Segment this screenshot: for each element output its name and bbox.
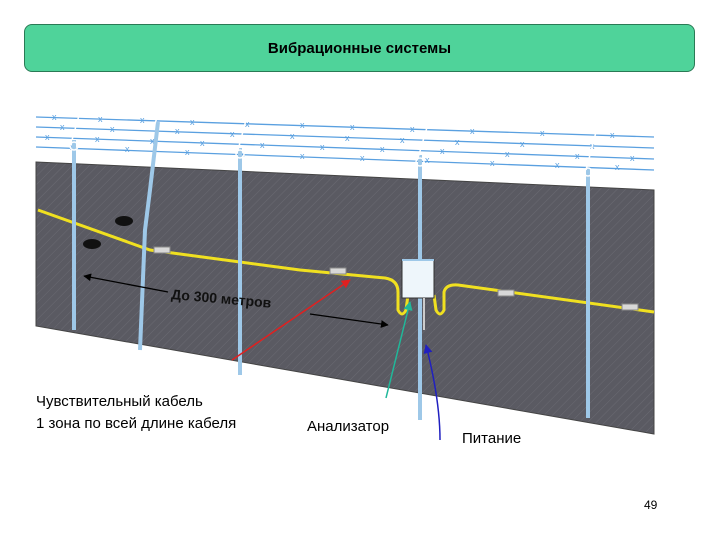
svg-text:x: x	[440, 146, 445, 156]
svg-text:x: x	[455, 137, 460, 147]
svg-text:x: x	[400, 135, 405, 145]
svg-text:x: x	[290, 131, 295, 141]
svg-text:x: x	[52, 112, 57, 122]
page-number: 49	[644, 498, 658, 512]
svg-text:x: x	[125, 144, 130, 154]
svg-text:x: x	[350, 122, 355, 132]
svg-text:x: x	[230, 129, 235, 139]
svg-text:x: x	[360, 153, 365, 163]
power-label: Питание	[462, 430, 522, 447]
svg-text:x: x	[575, 151, 580, 161]
svg-text:x: x	[505, 149, 510, 159]
barbed-wires	[35, 116, 655, 171]
cable-connectors	[153, 246, 639, 311]
svg-text:x: x	[555, 160, 560, 170]
sensitive-cable	[37, 208, 655, 316]
analyzer-box	[401, 259, 435, 299]
svg-text:x: x	[110, 124, 115, 134]
svg-text:x: x	[200, 138, 205, 148]
svg-text:x: x	[98, 114, 103, 124]
svg-text:x: x	[470, 126, 475, 136]
svg-text:x: x	[410, 124, 415, 134]
svg-text:x: x	[300, 151, 305, 161]
svg-text:x: x	[490, 158, 495, 168]
disturbance-mark	[115, 216, 133, 226]
svg-text:x: x	[540, 128, 545, 138]
svg-text:x: x	[245, 119, 250, 129]
svg-text:x: x	[240, 149, 245, 159]
cable-label-line2: 1 зона по всей длине кабеля	[36, 415, 237, 432]
title-bar: Вибрационные системы	[24, 24, 695, 72]
svg-text:x: x	[425, 155, 430, 165]
svg-text:x: x	[380, 144, 385, 154]
cable-label-line1: Чувствительный кабель	[36, 393, 203, 410]
power-pointer-arrow	[423, 344, 441, 441]
svg-text:x: x	[190, 117, 195, 127]
svg-text:x: x	[60, 122, 65, 132]
svg-text:x: x	[175, 126, 180, 136]
analyzer-label: Анализатор	[307, 418, 390, 435]
svg-text:x: x	[140, 115, 145, 125]
ground-area	[35, 161, 655, 435]
svg-text:x: x	[345, 133, 350, 143]
disturbance-mark	[83, 239, 101, 249]
distance-arrow-left	[83, 273, 169, 293]
svg-text:x: x	[320, 142, 325, 152]
analyzer-pointer-arrow	[385, 301, 413, 399]
svg-text:x: x	[300, 120, 305, 130]
cable-pointer-arrow	[231, 279, 351, 361]
svg-text:x: x	[45, 132, 50, 142]
svg-text:x: x	[150, 136, 155, 146]
svg-text:x: x	[185, 147, 190, 157]
svg-text:x: x	[610, 130, 615, 140]
svg-text:x: x	[615, 162, 620, 172]
svg-text:x: x	[630, 153, 635, 163]
svg-text:x: x	[95, 134, 100, 144]
page-title: Вибрационные системы	[267, 39, 452, 57]
distance-arrow-right	[309, 313, 389, 328]
svg-text:x: x	[260, 140, 265, 150]
svg-text:x: x	[520, 139, 525, 149]
post-tops	[69, 108, 597, 177]
